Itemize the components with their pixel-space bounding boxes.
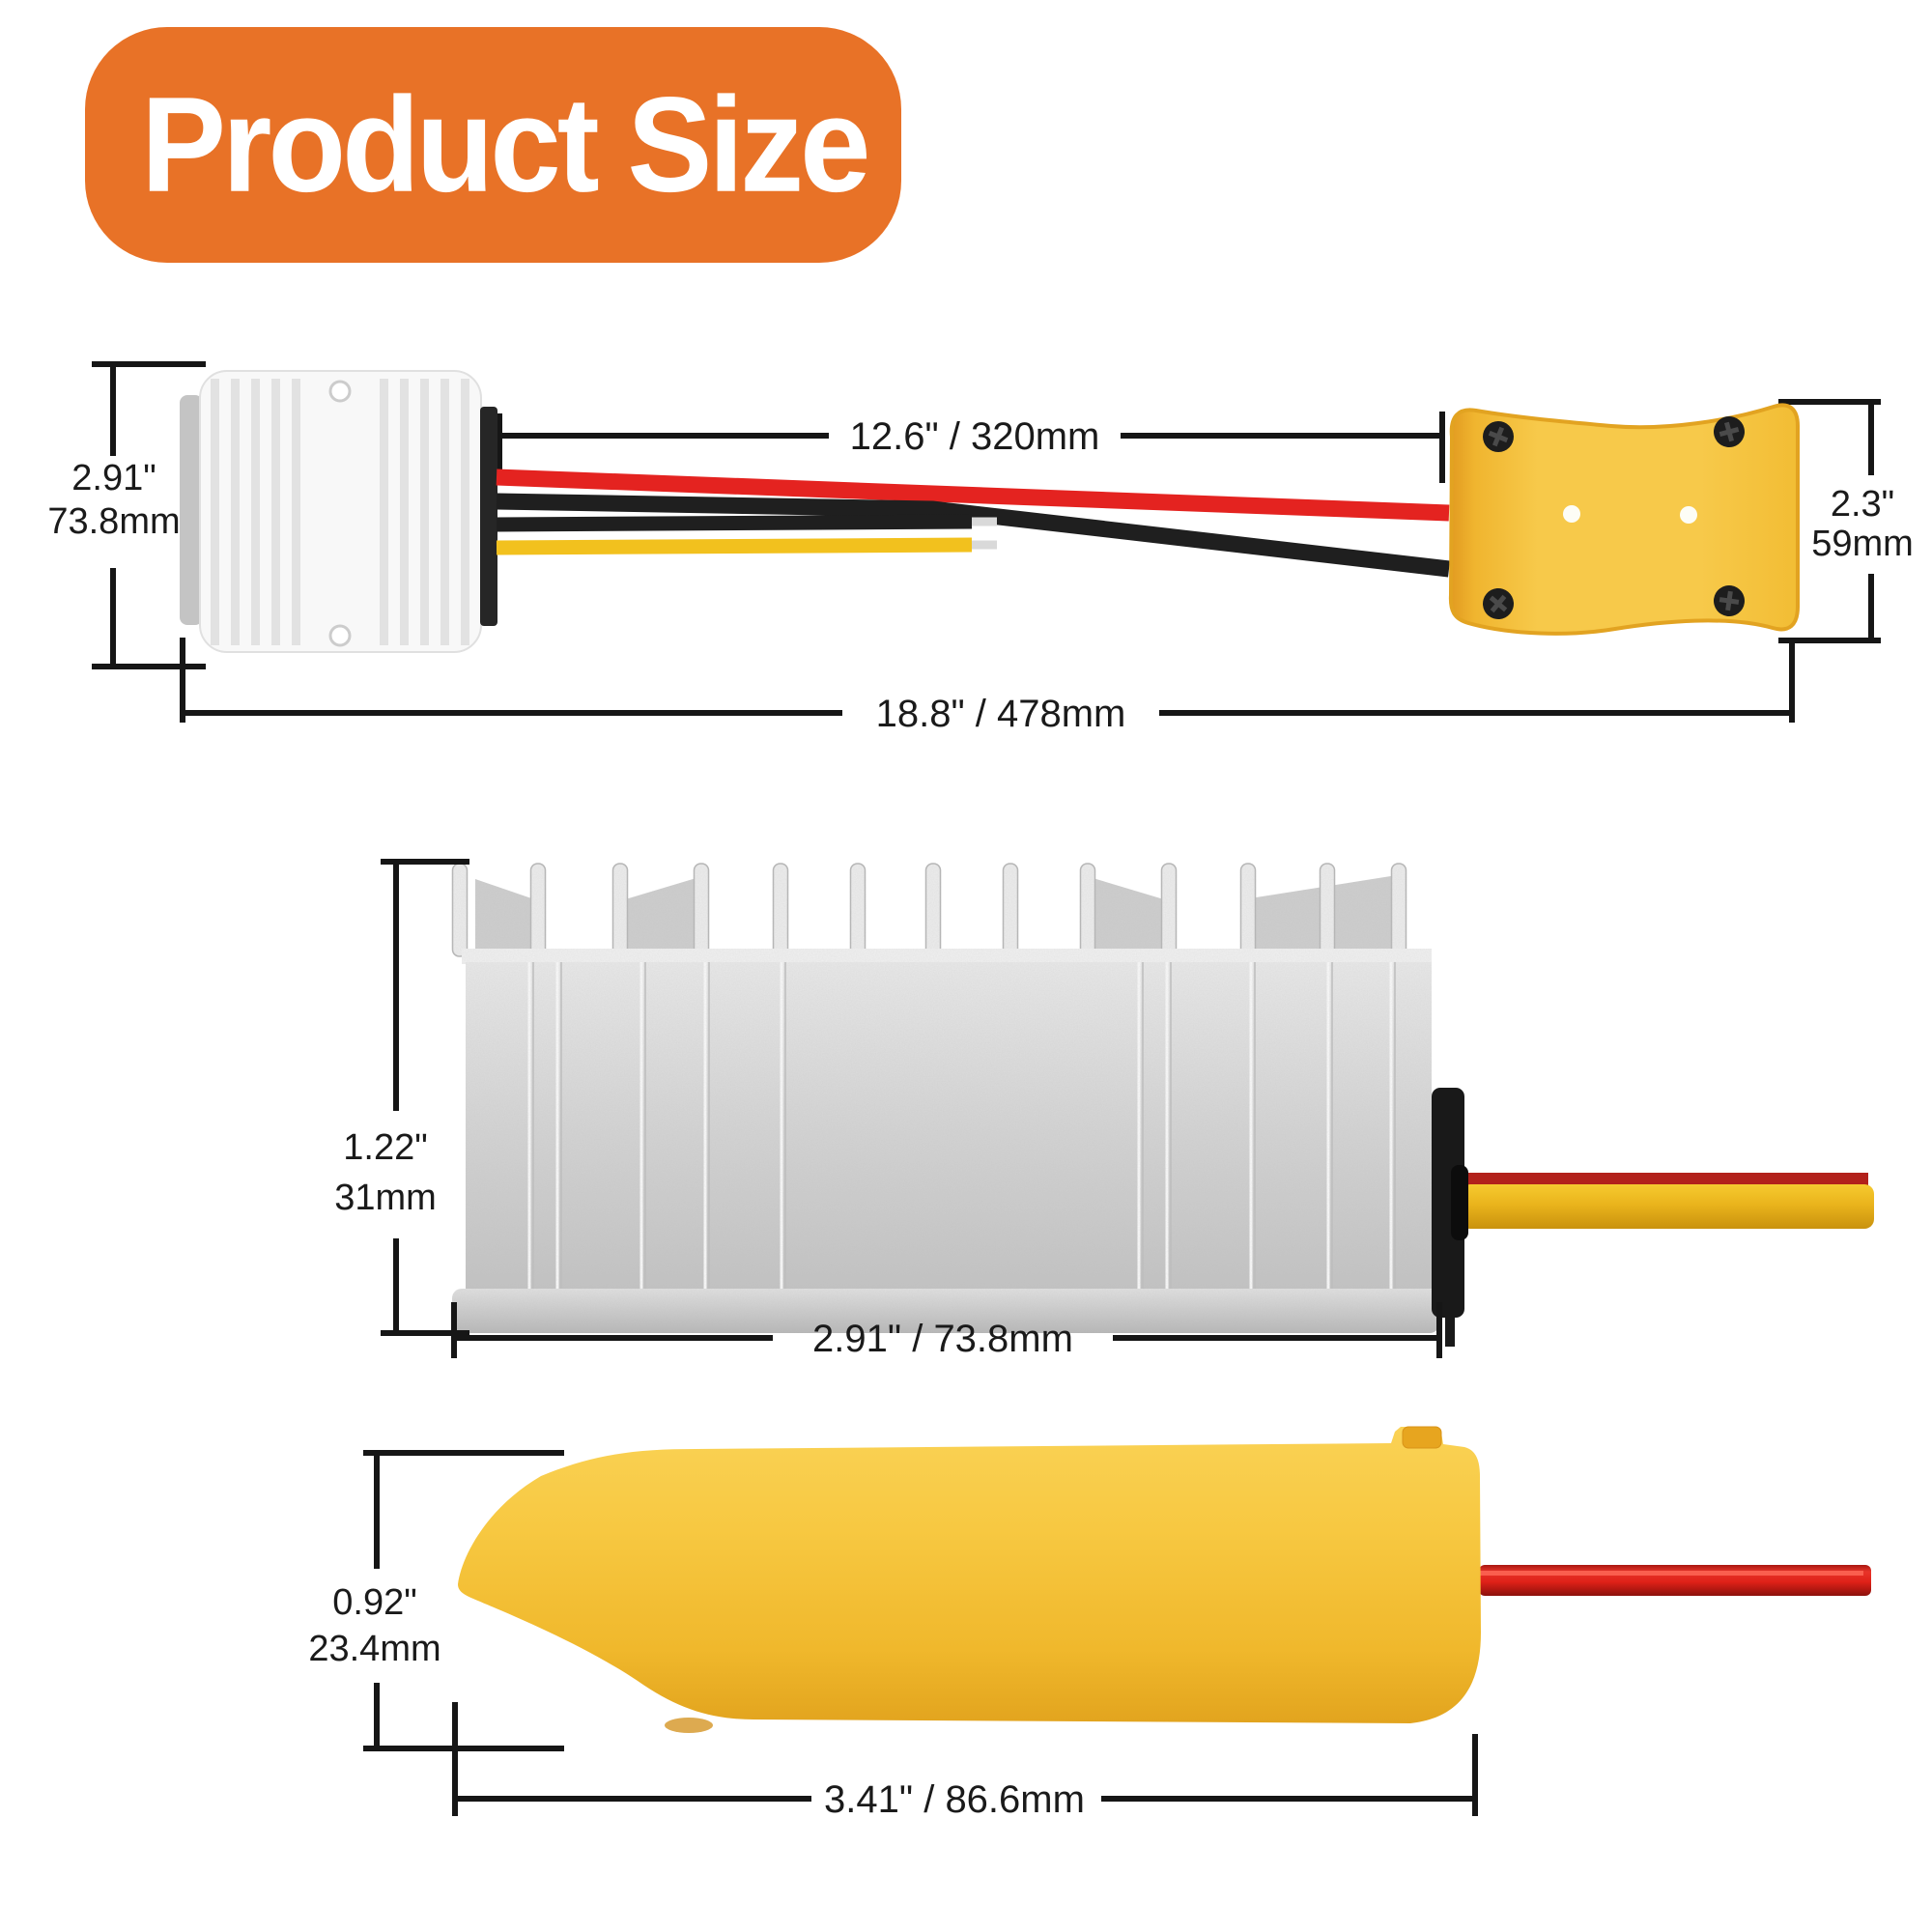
wire-black-short [496, 514, 973, 532]
wire-ferrule [1451, 1165, 1468, 1240]
page-title: Product Size [141, 69, 870, 220]
dim-converter-side-height-lines [381, 859, 469, 1336]
screw-icon [1714, 585, 1745, 616]
title-banner: Product Size [85, 27, 901, 263]
screw-icon [1483, 588, 1514, 619]
dim-cable-length: 12.6" / 320mm [497, 412, 1445, 483]
adapter-pilot-hole [1680, 506, 1697, 524]
screw-icon [1714, 416, 1745, 447]
dim-cable-length-lines [497, 412, 1445, 483]
metal-texture [450, 862, 1441, 1335]
dim-adapter-side-width: 3.41" / 86.6mm [452, 1702, 1478, 1821]
side-gland-stub [1445, 1318, 1455, 1347]
dim-adapter-height-mm: 59mm [1811, 524, 1914, 564]
converter-screw-hole-bottom [328, 624, 352, 647]
dim-adapter-height-lines [1778, 399, 1881, 643]
adapter-profile [458, 1426, 1481, 1733]
dim-adapter-side-height: 0.92" 23.4mm [308, 1450, 564, 1751]
dim-converter-height-lines [92, 361, 206, 669]
side-wire-red [1479, 1565, 1871, 1596]
wire-black-long [496, 493, 1450, 578]
converter-fin-grooves [211, 379, 469, 645]
converter-mount-tab [180, 395, 203, 625]
dim-adapter-side-height-inches: 0.92" [332, 1582, 416, 1623]
dim-converter-side-height: 1.22" 31mm [334, 859, 469, 1336]
dim-adapter-side-width-label: 3.41" / 86.6mm [824, 1778, 1085, 1821]
adapter-foot-detail [665, 1718, 713, 1733]
adapter-screws [1483, 416, 1745, 619]
dim-converter-side-width-label: 2.91" / 73.8mm [812, 1318, 1073, 1360]
adapter-side-view: 0.92" 23.4mm 3.41" / 86.6mm [308, 1426, 1871, 1821]
side-wire-red-highlight [1479, 1571, 1863, 1576]
dim-adapter-side-height-mm: 23.4mm [308, 1629, 440, 1669]
converter-side-view: 1.22" 31mm 2.91" / 73.8mm [334, 859, 1874, 1360]
dim-total-length-label: 18.8" / 478mm [876, 693, 1126, 735]
wire-yellow [496, 537, 973, 555]
dim-cable-length-label: 12.6" / 320mm [850, 415, 1100, 458]
wire-red [496, 469, 1450, 522]
side-wire-gland [1432, 1088, 1464, 1318]
converter-top-view [180, 370, 497, 653]
adapter-latch-tab [1402, 1426, 1442, 1449]
adapter-body [1448, 403, 1800, 636]
dim-converter-side-width-lines [451, 1302, 1442, 1358]
dim-converter-height-inches: 2.91" [71, 458, 156, 498]
screw-icon [1483, 421, 1514, 452]
dim-adapter-side-height-lines [363, 1450, 564, 1751]
dim-adapter-height: 2.3" 59mm [1778, 399, 1914, 643]
dim-converter-side-height-mm: 31mm [334, 1178, 437, 1218]
dim-converter-side-width: 2.91" / 73.8mm [451, 1302, 1442, 1360]
dim-total-length: 18.8" / 478mm [180, 638, 1795, 735]
adapter-pilot-hole [1563, 505, 1580, 523]
dim-total-length-lines [180, 638, 1795, 723]
dim-adapter-height-inches: 2.3" [1831, 484, 1894, 525]
adapter-side-body [458, 1427, 1481, 1723]
top-view: 2.91" 73.8mm 12.6" / 320mm 2.3" 59mm 18.… [47, 361, 1914, 735]
converter-wire-gland [480, 407, 497, 626]
converter-body [199, 370, 482, 653]
side-wire-yellow [1461, 1184, 1874, 1229]
dim-converter-height: 2.91" 73.8mm [47, 361, 206, 669]
dim-converter-height-mm: 73.8mm [47, 501, 180, 542]
adapter-top-view [1448, 403, 1800, 636]
converter-screw-hole-top [328, 380, 352, 403]
dim-adapter-side-width-lines [452, 1702, 1478, 1816]
dim-converter-side-height-inches: 1.22" [343, 1127, 427, 1168]
wire-harness [496, 469, 1450, 578]
